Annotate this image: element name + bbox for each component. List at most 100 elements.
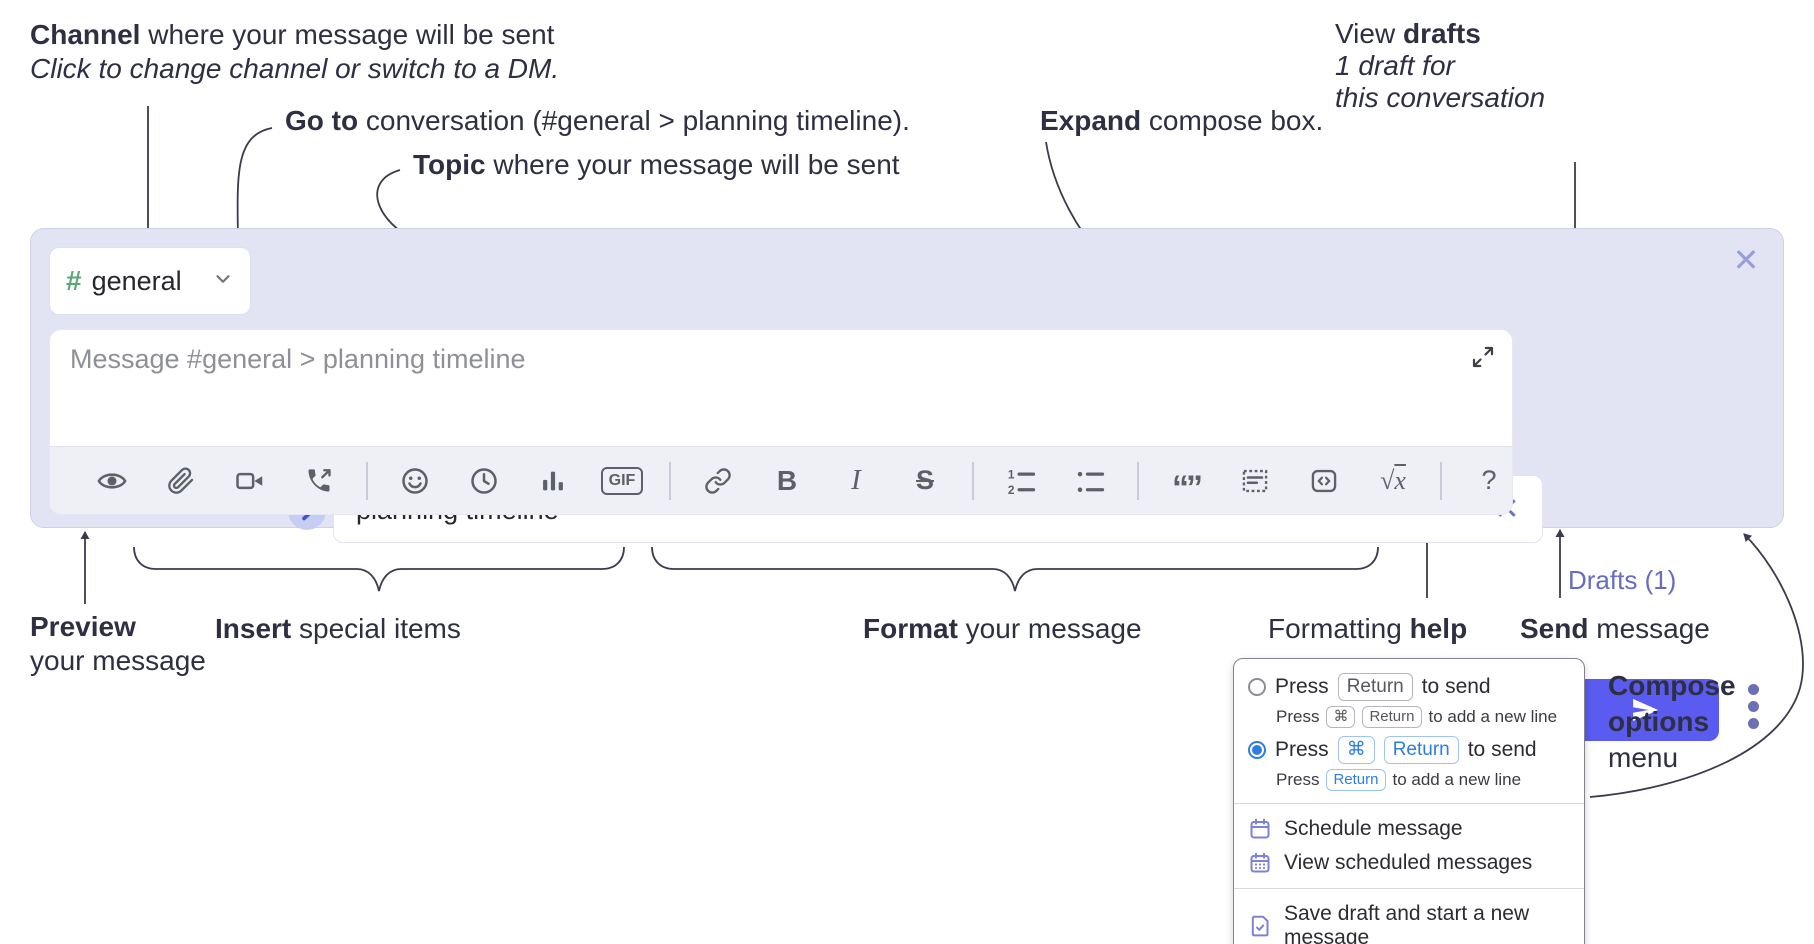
annotation-channel-line2: Click to change channel or switch to a D… — [30, 53, 560, 84]
annotation-insert-bold: Insert — [215, 613, 292, 644]
annotation-view-drafts: View drafts 1 draft for this conversatio… — [1335, 18, 1545, 114]
annotation-insert: Insert special items — [215, 612, 461, 646]
annotation-compose-bold1: Compose — [1608, 670, 1736, 701]
annotation-help-pre: Formatting — [1268, 613, 1410, 644]
option-subtext: to add a new line — [1392, 769, 1522, 789]
code-snippet-icon[interactable] — [1233, 459, 1277, 503]
option-text: Press — [1275, 674, 1329, 698]
annotation-drafts-line2: 1 draft for — [1335, 50, 1455, 81]
annotation-channel: Channel where your message will be sent … — [30, 18, 559, 86]
line-goto — [233, 127, 273, 241]
option-subtext: to add a new line — [1428, 706, 1558, 726]
annotation-preview-line2: your message — [30, 645, 206, 676]
option-subtext: Press — [1276, 706, 1320, 726]
compose-panel: # general ✕ ✕ Drafts (1) Message #genera… — [30, 228, 1784, 741]
menu-item-view-scheduled[interactable]: View scheduled messages — [1234, 846, 1584, 880]
gif-icon[interactable]: GIF — [600, 459, 644, 503]
audio-call-icon[interactable] — [297, 459, 341, 503]
message-box: Message #general > planning timeline — [49, 329, 1513, 515]
menu-divider — [1234, 802, 1584, 804]
save-draft-icon — [1251, 915, 1269, 937]
menu-item-save-draft[interactable]: Save draft and start a new message — [1234, 897, 1584, 944]
option-subtext: Press — [1276, 769, 1320, 789]
attach-file-icon[interactable] — [159, 459, 203, 503]
link-icon[interactable] — [696, 459, 740, 503]
italic-icon[interactable]: I — [851, 464, 861, 496]
annotation-format-bold: Format — [863, 613, 958, 644]
menu-item-schedule-message[interactable]: Schedule message — [1234, 812, 1584, 846]
kbd-return: Return — [1326, 768, 1386, 791]
compose-options-icon[interactable] — [1748, 684, 1759, 729]
annotation-topic-bold: Topic — [413, 149, 486, 180]
message-input[interactable]: Message #general > planning timeline — [50, 330, 1512, 448]
code-block-icon[interactable] — [1302, 459, 1346, 503]
annotation-drafts-pre: View — [1335, 18, 1403, 49]
annotation-channel-rest: where your message will be sent — [140, 19, 555, 50]
annotation-topic: Topic where your message will be sent — [413, 148, 900, 182]
annotation-preview-bold: Preview — [30, 611, 136, 642]
formatting-help-icon[interactable]: ? — [1481, 465, 1497, 495]
annotation-goto-rest: conversation (#general > planning timeli… — [358, 105, 910, 136]
drafts-link[interactable]: Drafts (1) — [1568, 565, 1677, 595]
annotation-compose-bold2: options — [1608, 706, 1710, 737]
recent-clock-icon[interactable] — [462, 459, 506, 503]
annotation-expand: Expand compose box. — [1040, 104, 1323, 138]
formula-icon[interactable]: √x — [1371, 459, 1415, 503]
option-text: to send — [1467, 737, 1537, 761]
toolbar-divider — [366, 461, 368, 500]
bold-icon[interactable]: B — [776, 464, 798, 496]
annotation-help-bold: help — [1409, 613, 1468, 644]
kbd-return: Return — [1362, 705, 1422, 728]
send-option-cmd-return: Press ⌘ Return to send Press Return to a… — [1234, 732, 1584, 795]
toolbar-divider — [972, 461, 974, 500]
video-clip-icon[interactable] — [228, 459, 272, 503]
kbd-cmd: ⌘ — [1326, 705, 1356, 728]
send-option-return: Press Return to send Press ⌘ Return to a… — [1234, 669, 1584, 732]
annotation-format-rest: your message — [957, 613, 1142, 644]
option-text: Press — [1275, 737, 1329, 761]
annotation-goto: Go to conversation (#general > planning … — [285, 104, 910, 138]
toolbar-divider — [1440, 461, 1442, 500]
ordered-list-digit: 2 — [1008, 483, 1015, 496]
channel-hash-icon: # — [66, 265, 82, 296]
close-compose-icon[interactable]: ✕ — [1732, 242, 1760, 278]
blockquote-icon[interactable]: “” — [1172, 468, 1203, 507]
message-placeholder: Message #general > planning timeline — [70, 344, 526, 374]
annotation-topic-rest: where your message will be sent — [485, 149, 900, 180]
menu-item-label: Save draft and start a new message — [1284, 901, 1530, 944]
kbd-return: Return — [1383, 735, 1459, 764]
annotation-insert-rest: special items — [291, 613, 461, 644]
annotation-preview: Preview your message — [30, 610, 206, 678]
formula-radical: √ — [1380, 465, 1395, 495]
annotation-drafts-bold: drafts — [1402, 18, 1481, 49]
annotation-drafts-line3: this conversation — [1335, 82, 1546, 113]
annotation-format: Format your message — [863, 612, 1142, 646]
menu-divider — [1234, 887, 1584, 889]
kbd-return: Return — [1337, 673, 1413, 701]
calendar-grid-icon — [1250, 852, 1270, 873]
emoji-icon[interactable] — [393, 459, 437, 503]
annotation-compose-rest: menu — [1608, 742, 1679, 773]
channel-name: general — [91, 265, 182, 296]
option-text: to send — [1421, 674, 1491, 698]
compose-options-menu: Press Return to send Press ⌘ Return to a… — [1233, 658, 1585, 944]
brace-insert — [133, 546, 625, 592]
bulleted-list-icon[interactable] — [1068, 459, 1112, 503]
annotation-channel-bold: Channel — [30, 19, 141, 50]
annotation-expand-bold: Expand — [1040, 105, 1142, 136]
channel-selector[interactable]: # general — [49, 247, 251, 315]
menu-item-label: Schedule message — [1284, 816, 1463, 840]
radio-return-to-send[interactable] — [1248, 677, 1266, 696]
gif-label: GIF — [600, 466, 644, 495]
calendar-icon — [1250, 818, 1270, 839]
ordered-list-digit: 1 — [1008, 467, 1015, 481]
annotation-compose-options: Compose options menu — [1608, 668, 1736, 776]
radio-cmd-return-to-send[interactable] — [1248, 740, 1266, 759]
poll-chart-icon[interactable] — [531, 459, 575, 503]
strikethrough-icon[interactable]: S — [915, 465, 934, 495]
preview-icon[interactable] — [90, 459, 134, 503]
expand-compose-icon[interactable] — [1470, 344, 1496, 370]
send-button[interactable] — [1571, 679, 1719, 741]
